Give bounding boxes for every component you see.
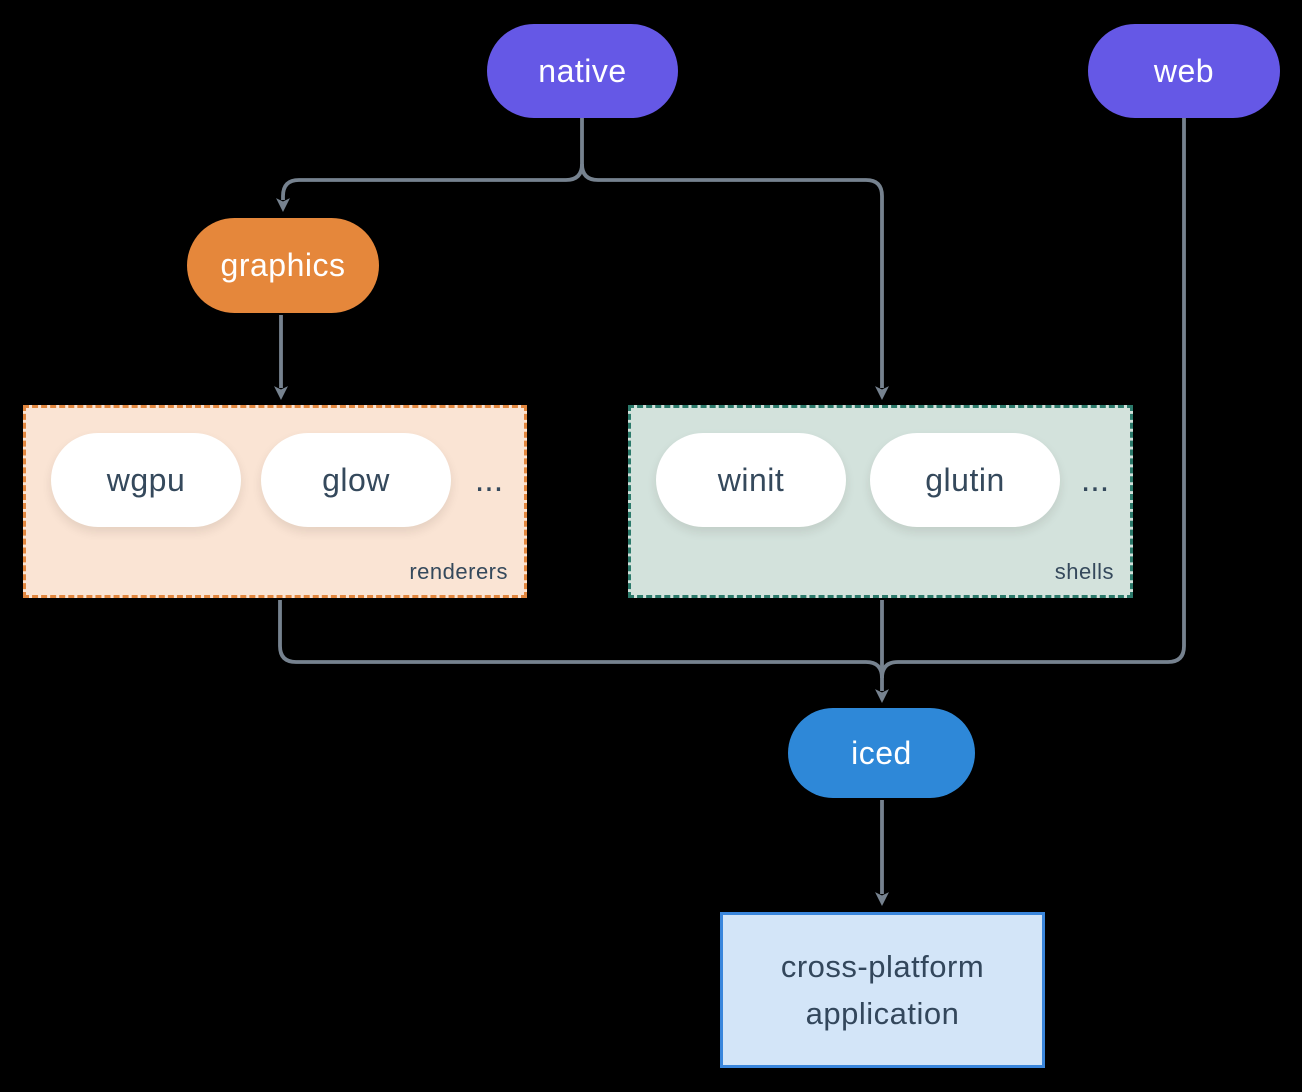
iced-node: iced — [788, 708, 975, 798]
app-label-line2: application — [805, 996, 960, 1031]
renderers-ellipsis: ... — [474, 460, 504, 499]
web-node: web — [1088, 24, 1280, 118]
native-node: native — [487, 24, 678, 118]
graphics-node: graphics — [187, 218, 379, 313]
edge-native-shells — [580, 163, 889, 401]
edge-native-graphics — [276, 163, 584, 213]
glow-node: glow — [261, 433, 451, 527]
app-node: cross-platform application — [720, 912, 1045, 1068]
app-label-line1: cross-platform — [780, 948, 985, 984]
shells-ellipsis: ... — [1080, 460, 1110, 499]
renderers-group: wgpu glow ... renderers — [23, 405, 527, 598]
winit-node: winit — [656, 433, 846, 527]
edge-renderers-iced — [278, 600, 884, 679]
shells-group: winit glutin ... shells — [628, 405, 1133, 598]
glutin-node: glutin — [870, 433, 1060, 527]
shells-label: shells — [1054, 559, 1114, 584]
wgpu-node: wgpu — [51, 433, 241, 527]
renderers-label: renderers — [409, 559, 508, 584]
